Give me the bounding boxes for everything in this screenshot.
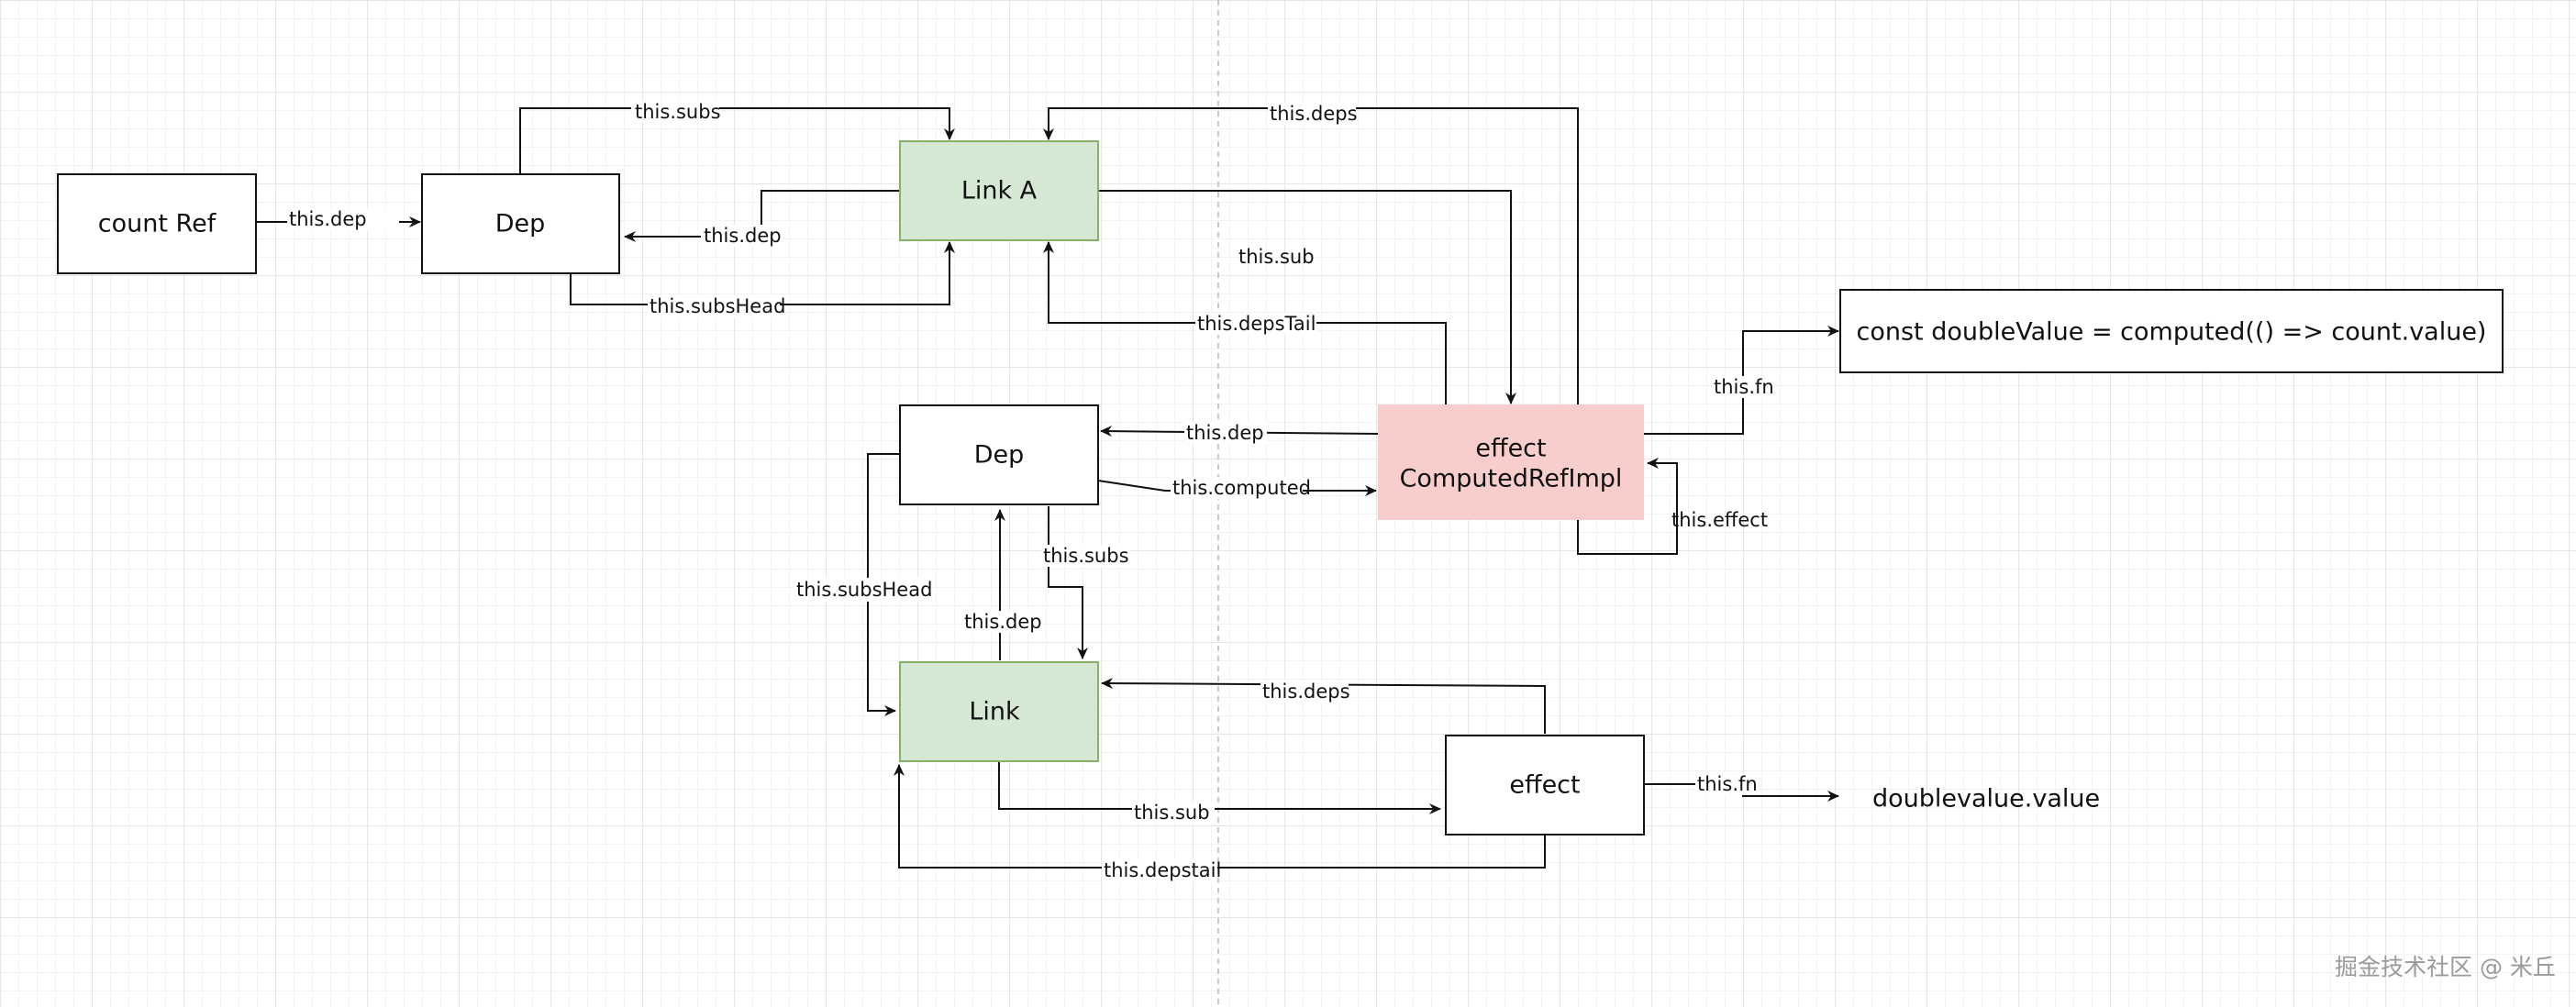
edge-effect-deps-link (1101, 678, 1546, 734)
label-linka-dep-dep: this.dep (704, 225, 782, 247)
node-count-ref: count Ref (57, 173, 257, 274)
node-link-a: Link A (899, 140, 1099, 241)
label-dep-computed-effect: this.computed (1172, 477, 1311, 499)
label-count-to-dep: this.dep (289, 208, 367, 230)
edge-linka-dep-dep (624, 190, 899, 242)
node-count-ref-label: count Ref (98, 210, 217, 238)
label-effect-depstail-link: this.depstail (1104, 859, 1221, 881)
edge-effect-self (1577, 458, 1678, 555)
node-effect-bottom: effect (1445, 735, 1645, 835)
label-effect-deps-linka: this.deps (1270, 103, 1358, 125)
node-dep-top: Dep (421, 173, 620, 274)
node-const-code-label: const doubleValue = computed(() => count… (1857, 318, 2487, 347)
edge-effect-depstail-link (894, 764, 1546, 869)
node-effect-computed-line1: effect (1475, 435, 1546, 463)
watermark: 掘金技术社区 @ 米丘 (2335, 954, 2556, 980)
edge-dep-subs-linka (519, 107, 955, 174)
node-const-code: const doubleValue = computed(() => count… (1839, 289, 2504, 373)
node-effect-computed: effect ComputedRefImpl (1378, 404, 1644, 520)
node-effect-computed-line2: ComputedRefImpl (1400, 465, 1623, 493)
edge-dep-subs-link (1048, 506, 1088, 659)
label-dep-subs-linka: this.subs (635, 101, 721, 123)
label-effect-deps-link: this.deps (1262, 681, 1350, 703)
edge-linka-sub-effect (1098, 190, 1516, 404)
label-link-sub-effect: this.sub (1134, 802, 1210, 824)
label-effect-self: this.effect (1671, 509, 1768, 531)
label-dep-subshead-linka: this.subsHead (650, 295, 785, 317)
node-effect-bottom-label: effect (1509, 771, 1580, 800)
label-effect-fn-const: this.fn (1714, 376, 1774, 398)
node-dep-mid: Dep (899, 404, 1099, 505)
label-effect-depstail-linka: this.depsTail (1197, 313, 1316, 335)
node-link: Link (899, 661, 1099, 762)
label-effect-dep-dep: this.dep (1186, 422, 1264, 444)
label-dep-subshead-link: this.subsHead (796, 579, 932, 601)
node-link-a-label: Link A (961, 177, 1038, 205)
doublevalue-text: doublevalue.value (1872, 785, 2100, 813)
label-effect-fn-value: this.fn (1697, 773, 1758, 795)
label-link-dep-dep: this.dep (964, 611, 1042, 633)
edge-link-sub-effect (998, 761, 1441, 814)
node-dep-mid-label: Dep (974, 441, 1025, 470)
node-dep-top-label: Dep (495, 210, 546, 238)
label-linka-sub-effect: this.sub (1238, 246, 1315, 268)
node-link-label: Link (969, 698, 1020, 726)
edge-dep-computed-effect (1097, 480, 1377, 496)
label-dep-subs-link: this.subs (1043, 545, 1129, 567)
